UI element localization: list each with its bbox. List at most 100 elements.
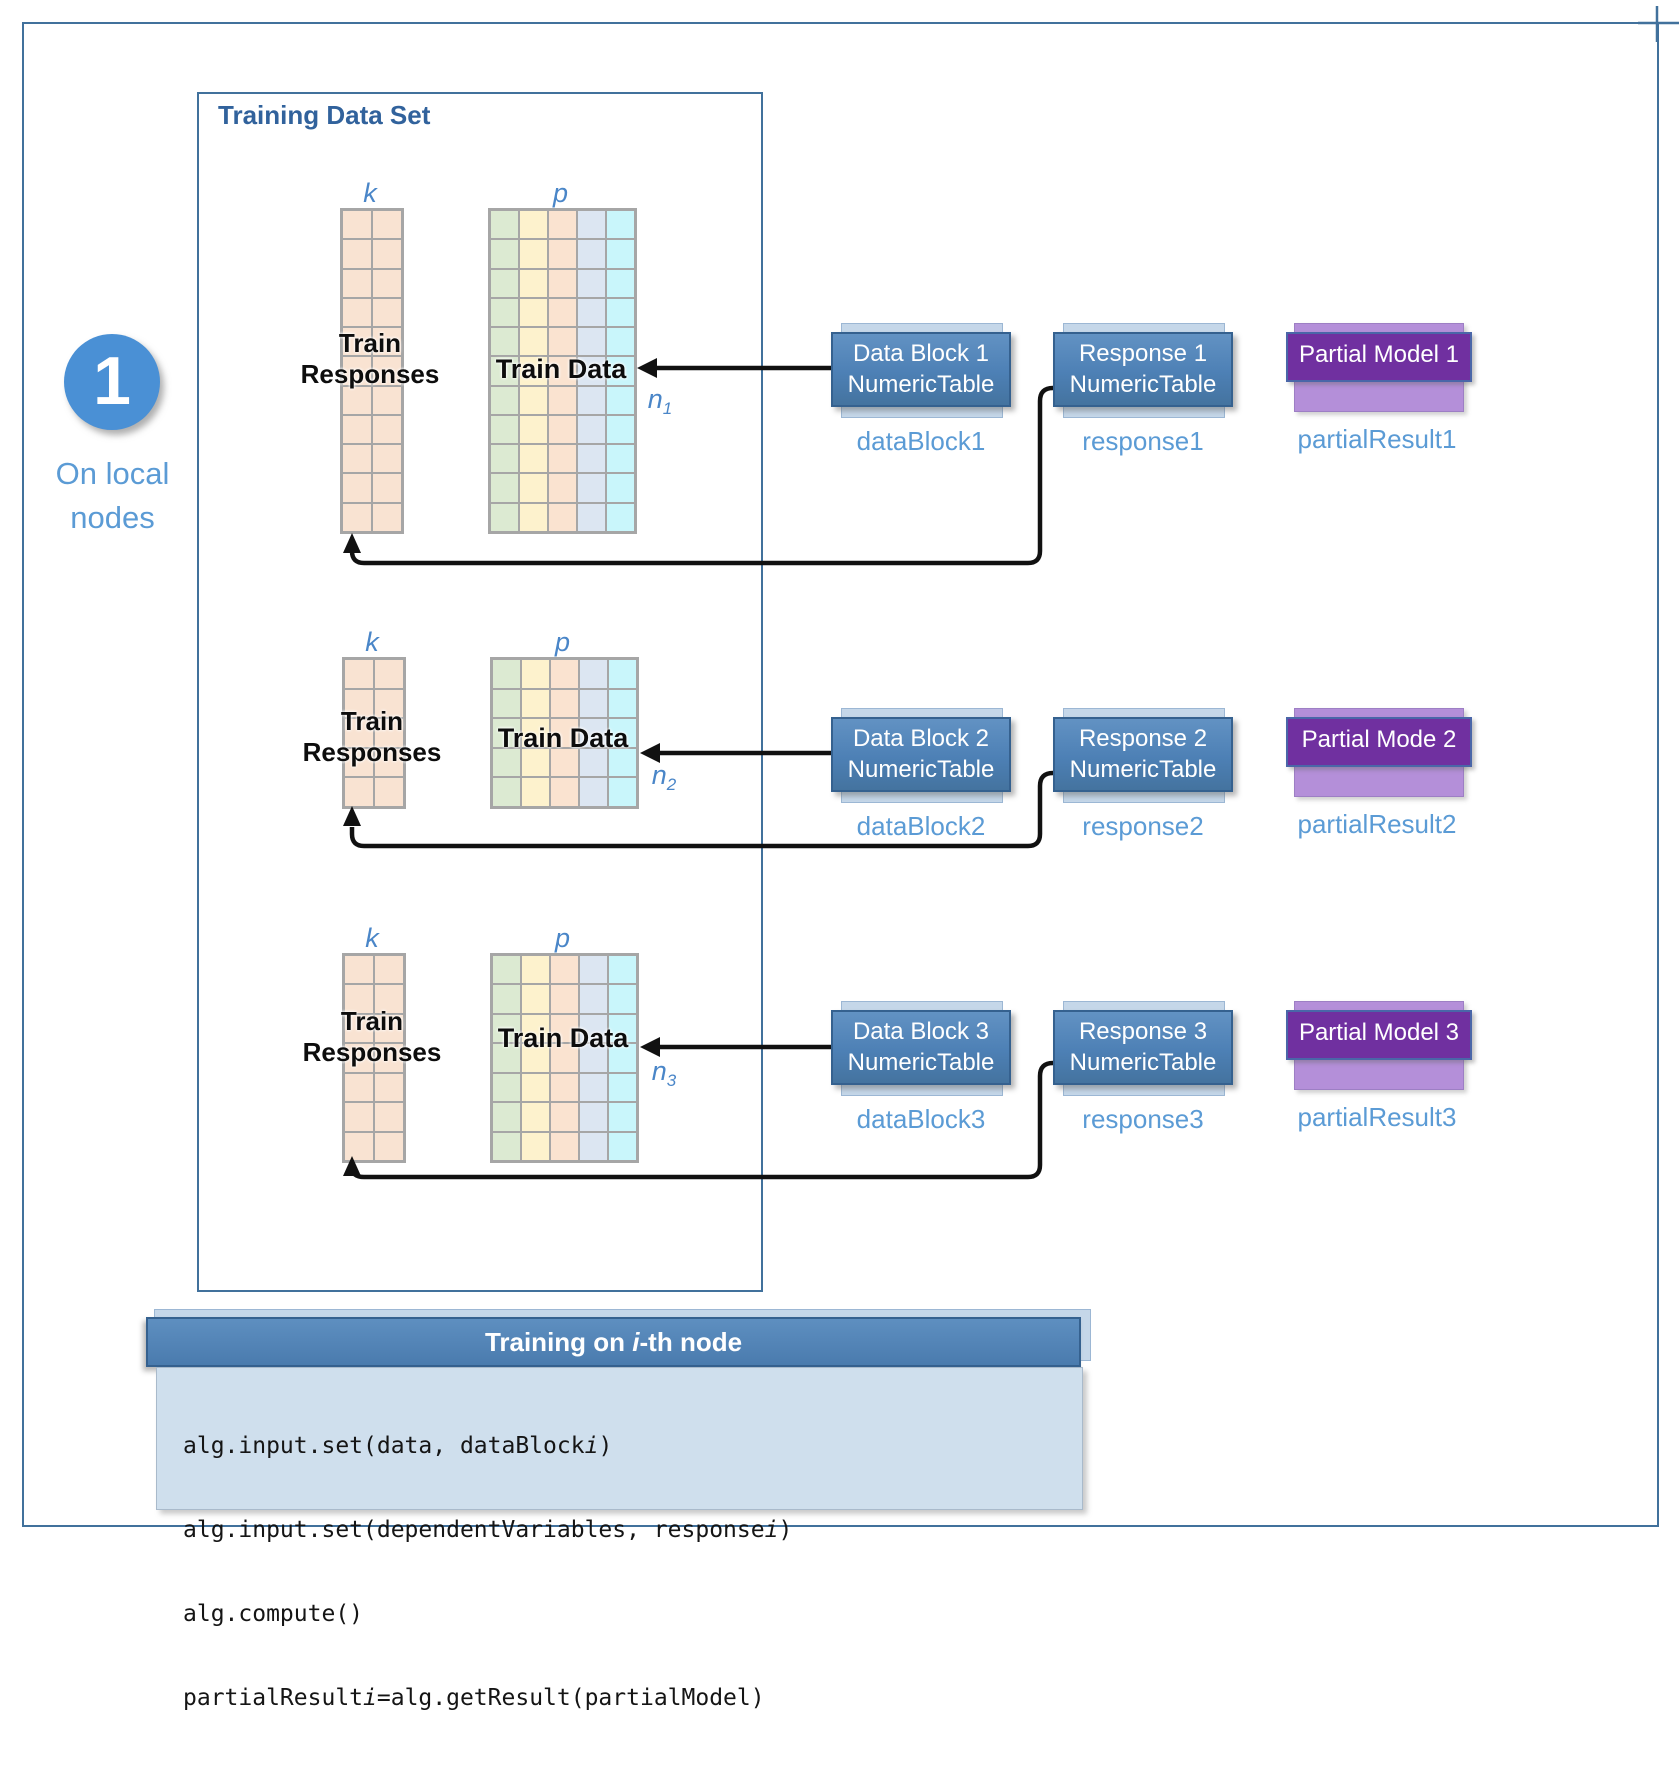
grid-cell: [550, 777, 579, 807]
n-base: n: [647, 384, 663, 414]
grid-cell: [548, 502, 577, 532]
grid-cell: [490, 356, 519, 386]
step-number-badge: 1: [64, 334, 160, 430]
code-panel-title-post: -th node: [639, 1327, 743, 1357]
grid-cell: [579, 688, 608, 719]
grid-cell: [492, 955, 521, 985]
grid-cell: [579, 1102, 608, 1132]
n-rows-label: n3: [644, 1056, 684, 1091]
grid-cell: [577, 327, 606, 357]
grid-cell: [492, 688, 521, 719]
grid-cell: [490, 268, 519, 298]
grid-cell: [521, 1102, 550, 1132]
data-block-title-line2: NumericTable: [847, 1049, 995, 1076]
partial-model-box: Partial Model 1: [1286, 332, 1472, 382]
grid-cell: [550, 718, 579, 748]
grid-cell: [344, 718, 374, 748]
grid-cell: [550, 955, 579, 985]
grid-cell: [342, 444, 372, 474]
grid-cell: [577, 268, 606, 298]
train-data-label: Train Data: [497, 1023, 629, 1053]
grid-cell: [344, 955, 374, 985]
data-block-var: dataBlock3: [856, 1104, 986, 1134]
grid-cell: [519, 502, 548, 532]
grid-cell: [342, 239, 372, 269]
grid-cell: [492, 984, 521, 1014]
grid-cell: [492, 1102, 521, 1132]
grid-cell: [342, 502, 372, 532]
p-dimension-label: p: [554, 923, 571, 953]
grid-cell: [521, 955, 550, 985]
grid-cell: [550, 984, 579, 1014]
grid-cell: [550, 1102, 579, 1132]
p-dimension-label: p: [554, 627, 571, 657]
code-panel-header: Training on i-th node: [146, 1317, 1081, 1367]
grid-cell: [490, 327, 519, 357]
grid-cell: [374, 955, 404, 985]
n-rows-label: n1: [640, 384, 680, 419]
step-caption: On local nodes: [20, 452, 205, 540]
data-block-box: Data Block 3 NumericTable: [831, 1010, 1011, 1085]
code-panel-title-pre: Training on: [484, 1327, 633, 1357]
grid-cell: [342, 327, 372, 357]
grid-cell: [548, 268, 577, 298]
data-block-title-line1: Data Block 3: [852, 1018, 990, 1045]
grid-cell: [519, 414, 548, 445]
training-data-set-box: [197, 92, 763, 1292]
grid-cell: [548, 473, 577, 503]
grid-cell: [519, 327, 548, 357]
step-caption-line1: On local: [55, 456, 170, 491]
grid-cell: [344, 659, 374, 689]
grid-cell: [342, 414, 372, 445]
grid-cell: [372, 414, 402, 445]
code-italic: i: [584, 1433, 599, 1459]
data-block-title-line1: Data Block 1: [852, 340, 990, 367]
grid-cell: [521, 659, 550, 689]
grid-cell: [490, 297, 519, 328]
grid-cell: [521, 718, 550, 748]
outer-frame: [22, 22, 1659, 1527]
grid-cell: [548, 239, 577, 269]
grid-cell: [579, 718, 608, 748]
grid-cell: [577, 414, 606, 445]
grid-cell: [577, 356, 606, 386]
grid-cell: [374, 777, 404, 807]
grid-cell: [374, 659, 404, 689]
n-rows-label: n2: [644, 760, 684, 795]
grid-cell: [606, 502, 635, 532]
code-text: alg.input.set(dependentVariables, respon…: [183, 1517, 765, 1543]
grid-cell: [519, 239, 548, 269]
response-box: Response 3 NumericTable: [1053, 1010, 1233, 1085]
grid-cell: [608, 1013, 637, 1044]
code-line: partialResulti=alg.getResult(partialMode…: [183, 1684, 792, 1712]
response-title-line2: NumericTable: [1069, 1049, 1217, 1076]
grid-cell: [608, 777, 637, 807]
grid-cell: [577, 297, 606, 328]
grid-cell: [608, 718, 637, 748]
grid-cell: [490, 414, 519, 445]
k-dimension-label: k: [363, 178, 377, 208]
train-responses-label: Train Responses: [285, 328, 455, 390]
grid-cell: [608, 659, 637, 689]
grid-cell: [344, 984, 374, 1014]
k-dimension-label: k: [365, 627, 379, 657]
grid-cell: [577, 502, 606, 532]
grid-cell: [608, 1131, 637, 1161]
data-block-title-line2: NumericTable: [847, 371, 995, 398]
p-dimension-label: p: [552, 178, 569, 208]
grid-cell: [608, 1102, 637, 1132]
train-responses-label: Train Responses: [287, 1006, 457, 1068]
grid-cell: [492, 1072, 521, 1103]
partial-result-var: partialResult3: [1297, 1102, 1457, 1132]
grid-cell: [521, 688, 550, 719]
code-text: ): [598, 1433, 613, 1459]
grid-cell: [374, 1013, 404, 1044]
response-title-line1: Response 2: [1078, 725, 1208, 752]
grid-cell: [342, 297, 372, 328]
response-title-line1: Response 1: [1078, 340, 1208, 367]
grid-cell: [372, 268, 402, 298]
grid-cell: [372, 210, 402, 240]
response-box: Response 2 NumericTable: [1053, 717, 1233, 792]
response-title-line2: NumericTable: [1069, 371, 1217, 398]
response-var: response3: [1082, 1104, 1204, 1134]
